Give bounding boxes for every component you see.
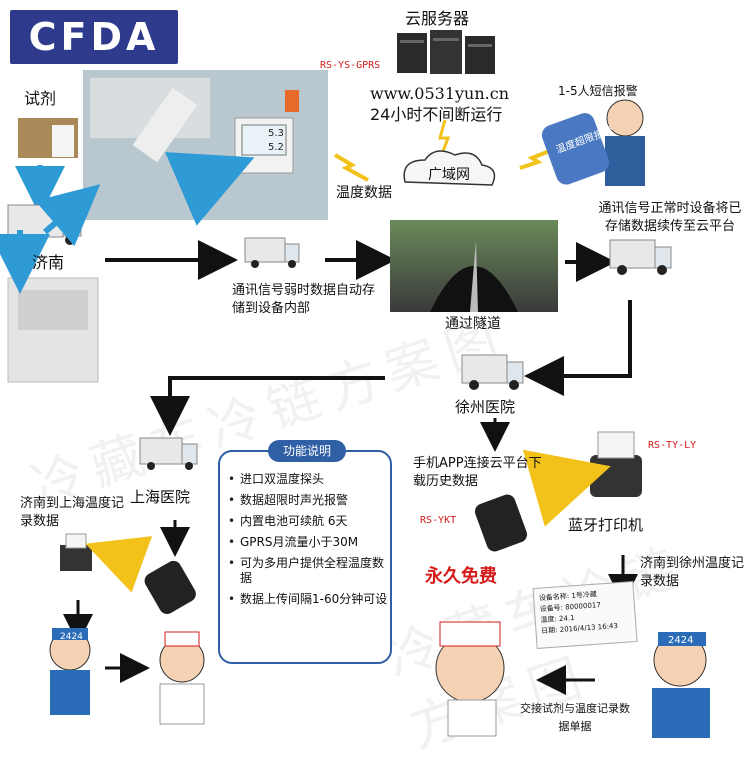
shanghai-label: 上海医院 [130,488,191,506]
worker-xuzhou-icon [652,632,710,738]
jinan-xuzhou-label: 济南到徐州温度记录数据 [640,556,745,589]
sim-card-icon [285,90,299,112]
cfda-logo-text: CFDA [28,15,160,59]
cloud-url: www.0531yun.cn [370,84,509,103]
receipt-lines: 设备名称: 1号冷藏 设备号: 80000017 温度: 24.1 日期: 20… [539,587,637,638]
feature-item: 进口双温度探头 [228,472,393,487]
cloud-uptime: 24小时不间断运行 [370,105,503,124]
xuzhou-label: 徐州医院 [455,398,516,416]
truck-weak-signal-icon [244,237,300,268]
doctor-shanghai-icon [159,631,205,725]
reagent-label: 试剂 [24,89,57,108]
gprs-model-label: RS-YS-GPRS [320,60,381,71]
wan-label: 广域网 [428,167,470,183]
truck-xuzhou-icon [461,354,524,390]
jinan-label: 济南 [32,253,65,272]
jinan-shanghai-label: 济南到上海温度记录数据 [20,496,125,529]
feature-list: 进口双温度探头 数据超限时声光报警 内置电池可续航 6天 GPRS月流量小于30… [228,472,393,613]
feature-item: 数据超限时声光报警 [228,493,393,508]
server-title: 云服务器 [405,9,470,28]
phone-model-label: RS-YKT [420,515,457,526]
feature-item: GPRS月流量小于30M [228,535,393,550]
bt-printer-label: 蓝牙打印机 [568,516,644,534]
feature-item: 数据上传间隔1-60分钟可设 [228,592,393,607]
printer-shanghai-icon [60,545,92,571]
bluetooth-printer-icon [590,455,642,497]
sms-alert-label: 1-5人短信报警 [558,84,638,98]
free-forever-label: 永久免费 [425,566,497,587]
doctor-xuzhou-icon [435,621,505,737]
worker-shanghai-icon [49,628,91,715]
printer-model-label: RS-TY-LY [648,440,697,451]
lightning-icon [333,153,369,182]
feature-item: 内置电池可续航 6天 [228,514,393,529]
app-download-label: 手机APP连接云平台下载历史数据 [413,456,542,489]
resume-upload-label: 通讯信号正常时设备将已存储数据续传至云平台 [598,201,742,234]
display-reading-2: 5.2 [268,142,284,153]
truck-resume-icon [609,239,672,275]
feature-item: 可为多用户提供全程温度数据 [228,556,393,586]
phone-shanghai-icon [144,560,196,614]
feature-panel-title: 功能说明 [268,440,346,462]
wan-cloud-icon [403,150,496,186]
badge-shanghai: 2424 [60,632,83,642]
lightning-icon-3 [438,119,451,155]
reagent-bottle-icon [132,87,198,163]
lightning-icon-2 [519,148,553,170]
server-icon [397,30,495,74]
truck-shanghai-icon [139,437,198,470]
cfda-logo: CFDA [10,10,178,64]
alarm-person-icon [541,99,645,186]
display-reading-1: 5.3 [268,128,284,139]
temp-data-label: 温度数据 [336,185,392,201]
handover-label: 交接试剂与温度记录数据单据 [520,702,630,733]
phone-xuzhou-icon [474,494,528,552]
badge-xuzhou: 2424 [668,635,694,646]
receipt-paper [532,581,638,649]
weak-signal-label: 通讯信号弱时数据自动存储到设备内部 [232,283,376,316]
tunnel-label: 通过隧道 [445,316,501,332]
